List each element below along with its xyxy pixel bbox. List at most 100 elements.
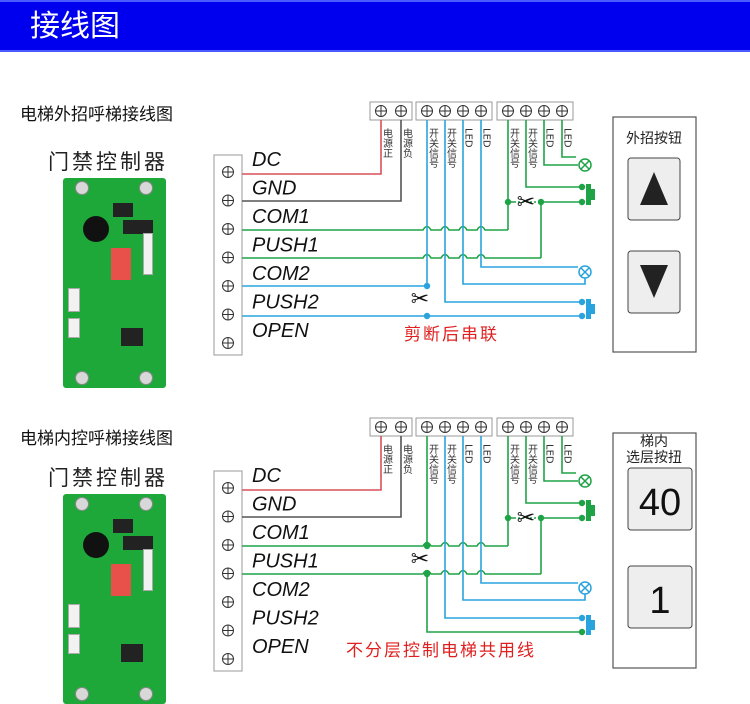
floor-40-label: 40 (639, 482, 681, 524)
lamp-cross (580, 583, 590, 593)
power-label: 电源正 (381, 443, 393, 474)
down-arrow-icon (640, 265, 668, 298)
terminal-label-open: OPEN (252, 636, 309, 658)
wiring-note: 不分层控制电梯共用线 (346, 641, 536, 661)
scissors-icon: ✂ (411, 287, 429, 312)
terminal-label-open: OPEN (252, 320, 309, 342)
wire-gnd (242, 120, 402, 202)
button2-label: 开关信号 (526, 444, 538, 485)
terminal-label-push1: PUSH1 (252, 551, 319, 573)
wire-sw1-a (444, 120, 582, 303)
floor-1-label: 1 (649, 580, 670, 622)
push-button-icon (586, 299, 591, 319)
button1-label: 开关信号 (445, 444, 457, 485)
button1-terminal-block (415, 417, 493, 437)
junction-dot (578, 628, 586, 636)
wire-led2-b (543, 436, 578, 482)
junction-dot (578, 312, 586, 320)
terminal-label-com1: COM1 (252, 522, 310, 544)
scissors-icon: ✂ (517, 190, 535, 215)
button2-label: LED (562, 128, 573, 148)
wire-led2-a (561, 436, 576, 474)
scissors-icon: ✂ (517, 506, 535, 531)
power-label: 电源负 (401, 127, 413, 159)
junction-dot (423, 570, 431, 578)
lamp-cross (580, 476, 590, 486)
push-button-cap (591, 505, 595, 516)
section-2-pcb-image (63, 494, 166, 704)
button1-label: LED (481, 444, 492, 464)
wire-led1-b (462, 436, 586, 601)
button1-label: LED (463, 444, 474, 464)
button1-label: LED (481, 128, 492, 148)
wire-led1-a (480, 436, 578, 584)
lamp-cross (580, 160, 590, 170)
section-1-wiring: DCGNDCOM1PUSH1COM2PUSH2OPEN电源正电源负开关信号开关信… (213, 101, 697, 356)
panel-title-line2: 选层按扭 (626, 450, 682, 466)
button-panel (612, 116, 697, 353)
wire-sw1-a (444, 436, 582, 619)
wiring-note: 剪断后串联 (404, 325, 499, 345)
wire-led1-a (480, 120, 578, 268)
terminal-label-com2: COM2 (252, 263, 310, 285)
wire-led1-b (462, 120, 586, 285)
section-1-controller-title: 门禁控制器 (48, 150, 168, 174)
terminal-label-com2: COM2 (252, 579, 310, 601)
section-2-wiring: DCGNDCOM1PUSH1COM2PUSH2OPEN电源正电源负开关信号开关信… (213, 417, 697, 672)
junction-dot (578, 183, 586, 191)
wire-push1 (242, 569, 541, 575)
junction-dot (423, 542, 431, 550)
wire-push1-down (426, 574, 582, 633)
button2-label: 开关信号 (508, 128, 520, 169)
power-label: 电源负 (401, 443, 413, 475)
wire-com1 (242, 225, 508, 231)
button2-terminal-block (496, 101, 574, 121)
button1-label: 开关信号 (427, 444, 439, 485)
floor-40-button (627, 467, 693, 531)
button1-label: LED (463, 128, 474, 148)
button2-label: LED (562, 444, 573, 464)
terminal-label-push2: PUSH2 (252, 608, 319, 630)
wire-com1 (242, 541, 508, 547)
lamp-cross (580, 267, 590, 277)
junction-dot (578, 614, 586, 622)
terminal-label-gnd: GND (252, 178, 296, 200)
floor-1-button (627, 565, 693, 629)
junction-dot (578, 298, 586, 306)
terminal-label-push1: PUSH1 (252, 235, 319, 257)
terminal-label-dc: DC (252, 465, 281, 487)
button1-terminal-block (415, 101, 493, 121)
terminal-label-gnd: GND (252, 494, 296, 516)
push-button-icon (586, 500, 591, 521)
button2-terminal-block (496, 417, 574, 437)
button1-label: 开关信号 (445, 128, 457, 169)
junction-dot (423, 282, 431, 290)
wire-push1 (242, 253, 541, 259)
terminal-label-com1: COM1 (252, 206, 310, 228)
section-1-title: 电梯外招呼梯接线图 (20, 105, 173, 125)
button2-label: 开关信号 (526, 128, 538, 169)
wire-dc (242, 436, 382, 491)
terminal-label-push2: PUSH2 (252, 292, 319, 314)
section-2-controller-title: 门禁控制器 (48, 466, 168, 490)
junction-dot (578, 198, 586, 206)
header-banner: 接线图 (0, 0, 750, 52)
button1-label: 开关信号 (427, 128, 439, 169)
wire-sw2-a (525, 120, 582, 188)
page-title: 接线图 (30, 9, 120, 44)
wire-led2-a (561, 120, 576, 158)
wire-led2-b (543, 120, 578, 166)
section-1-pcb-image (63, 178, 166, 388)
push-button-cap (591, 304, 595, 314)
section-2-title: 电梯内控呼梯接线图 (20, 429, 173, 449)
button2-label: 开关信号 (508, 444, 520, 485)
push-button-icon (586, 184, 591, 205)
panel-title-line1: 梯内 (640, 434, 668, 450)
power-label: 电源正 (381, 127, 393, 158)
wire-dc (242, 120, 382, 175)
junction-dot (578, 499, 586, 507)
panel-title: 外招按钮 (626, 131, 682, 147)
wire-sw2-a (525, 436, 582, 504)
push-button-cap (591, 189, 595, 200)
push-button-cap (591, 620, 595, 630)
